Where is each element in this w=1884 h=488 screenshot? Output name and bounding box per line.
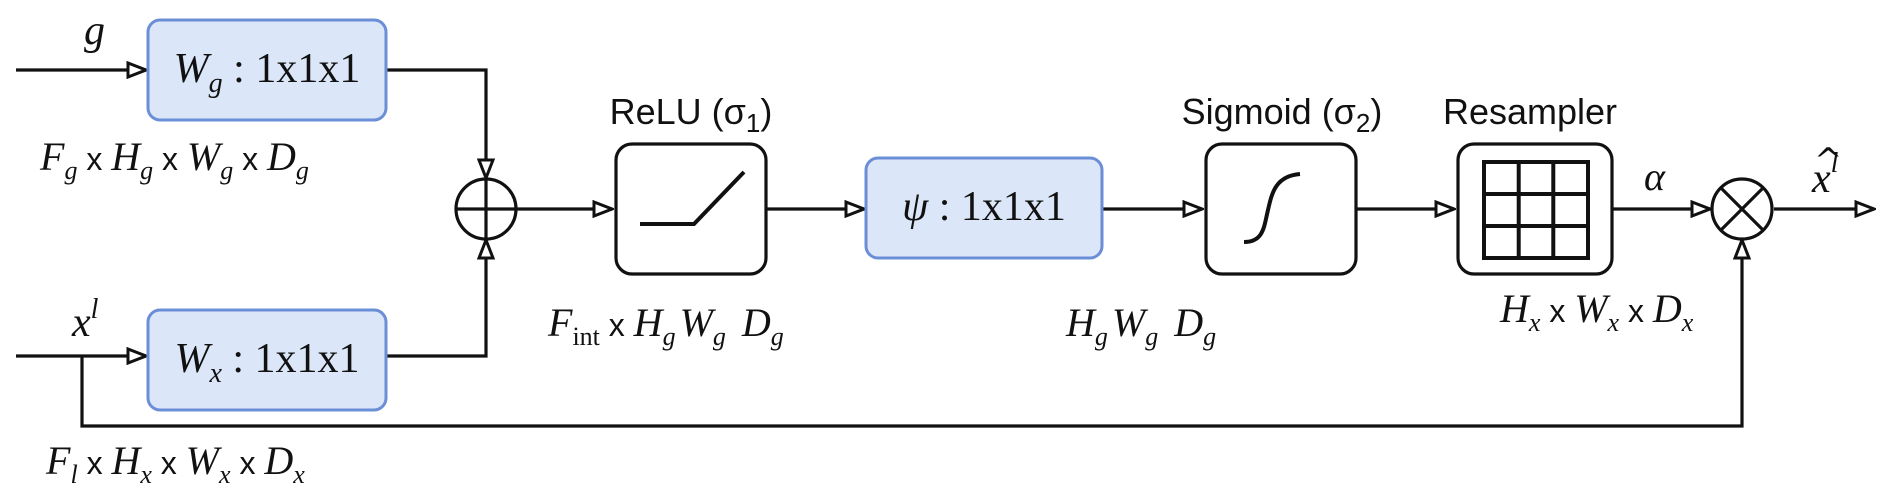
wx-conv-box: Wx : 1x1x1 <box>146 308 388 412</box>
resampler-grid-icon <box>1482 160 1590 260</box>
edge-wg-to-sum <box>386 68 486 178</box>
dim-g-label: Fg x Hg x Wg x Dg <box>39 134 309 185</box>
psi-box-rect <box>864 156 1104 260</box>
sigmoid-block: Sigmoid (σ2) <box>1182 91 1383 276</box>
xhat-hat: ^ <box>1814 141 1843 181</box>
sigmoid-box-rect <box>1204 142 1358 276</box>
relu-box-rect <box>614 142 768 276</box>
edge-skip-xl-to-mult <box>80 240 1742 428</box>
resampler-label: Resampler <box>1443 91 1617 132</box>
wg-box-rect <box>146 18 388 122</box>
sigmoid-curve-icon <box>1243 172 1301 244</box>
sigmoid-label: Sigmoid (σ2) <box>1182 91 1383 138</box>
wx-box-rect <box>146 308 388 412</box>
relu-label: ReLU (σ1) <box>610 91 773 138</box>
input-g-label: g <box>84 8 105 54</box>
relu-curve-icon <box>640 170 746 226</box>
resampler-block: Resampler <box>1443 91 1617 276</box>
xhat-base: xl <box>1811 148 1839 202</box>
wg-box-label: Wg : 1x1x1 <box>174 46 361 99</box>
input-xl-label: xl <box>71 294 99 346</box>
dim-xl-label: Fl x Hx x Wx x Dx <box>45 438 305 488</box>
multiply-node <box>1710 177 1774 241</box>
wg-conv-box: Wg : 1x1x1 <box>146 18 388 122</box>
output-xhat-label: xl ^ <box>1811 141 1843 202</box>
sum-node <box>454 177 518 241</box>
psi-box-label: ψ : 1x1x1 <box>902 184 1066 230</box>
wx-box-label: Wx : 1x1x1 <box>174 336 359 389</box>
edge-wx-to-sum <box>386 240 486 358</box>
mult-x-b <box>1719 186 1765 232</box>
alpha-label: α <box>1644 154 1666 199</box>
dim-res-label: Hx x Wx x Dx <box>1499 286 1694 337</box>
relu-block: ReLU (σ1) <box>610 91 773 276</box>
psi-conv-box: ψ : 1x1x1 <box>864 156 1104 260</box>
